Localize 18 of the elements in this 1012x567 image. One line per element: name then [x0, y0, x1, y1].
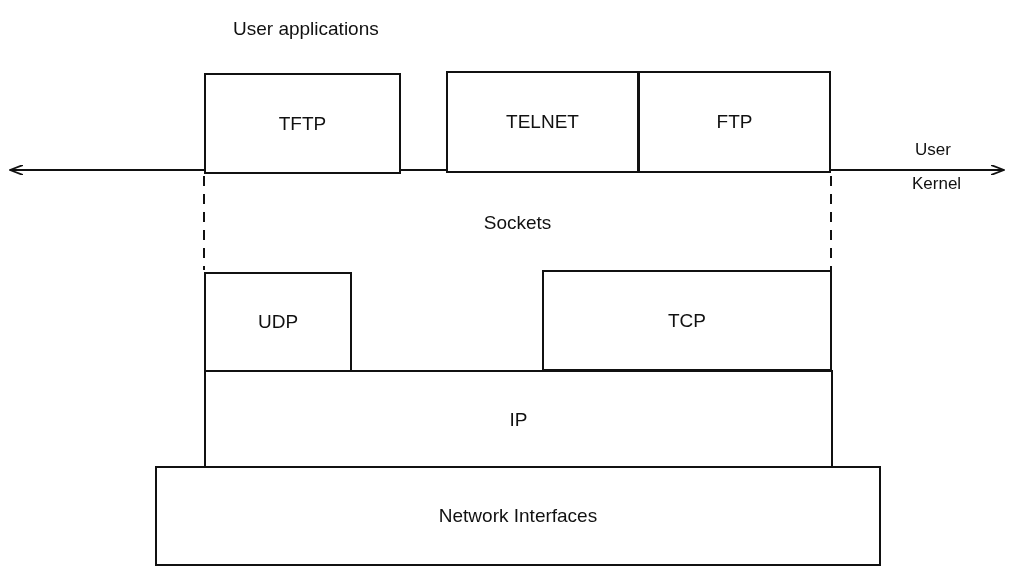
layer-label: Kernel	[912, 174, 962, 194]
layer-label: User	[915, 140, 951, 160]
layer-name: Sockets	[483, 212, 552, 234]
layer-name: Network Interfaces	[438, 505, 598, 527]
protocol-layer-box	[204, 370, 833, 469]
protocol-box	[204, 73, 401, 174]
protocol-box	[446, 71, 639, 173]
heading: User applications	[233, 18, 379, 40]
layer-name: TFTP	[278, 112, 327, 135]
interface-layer-box	[155, 466, 881, 566]
protocol-box	[204, 272, 352, 372]
protocol-box	[542, 270, 832, 371]
protocol-box	[638, 71, 831, 173]
layer-name: IP	[509, 408, 528, 431]
layer-name: TCP	[668, 309, 706, 332]
layer-name: TELNET	[506, 111, 579, 133]
layer-name: FTP	[716, 111, 753, 133]
layer-name: UDP	[257, 311, 299, 333]
